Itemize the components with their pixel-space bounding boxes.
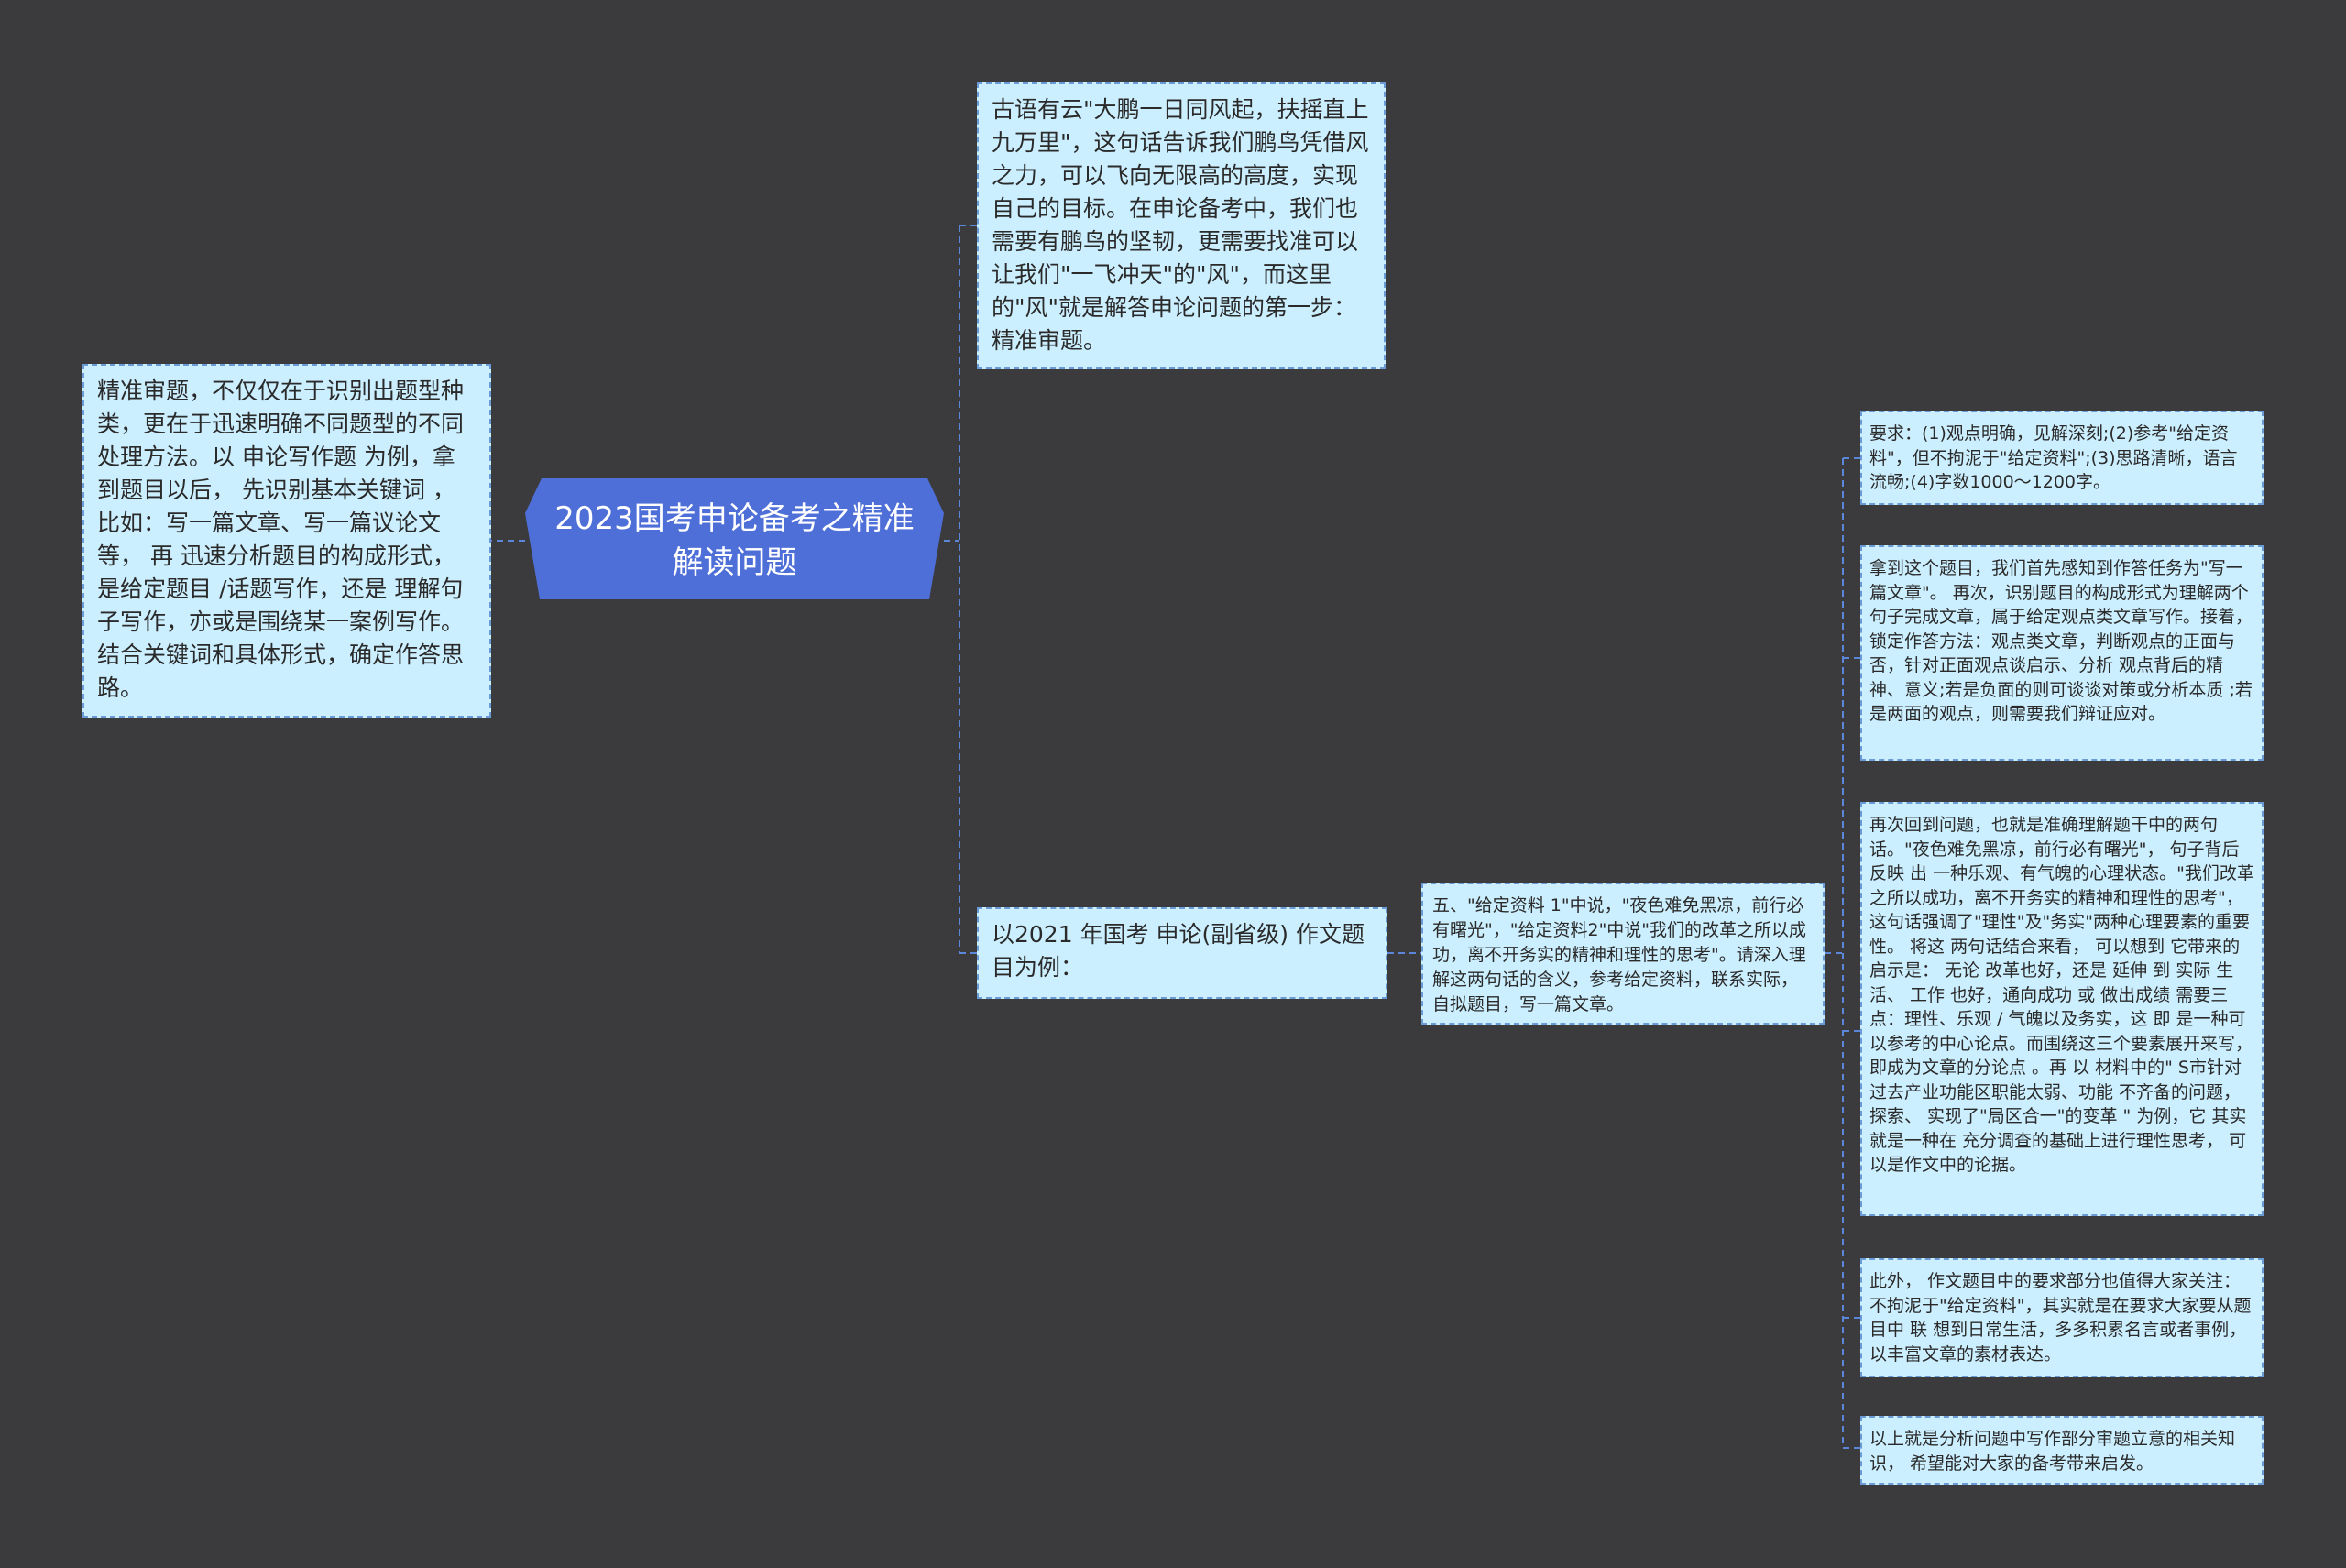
left-node[interactable]: 精准审题，不仅仅在于识别出题型种类，更在于迅速明确不同题型的不同处理方法。以 申… — [82, 364, 491, 718]
right-top-node-text: 古语有云"大鹏一日同风起，扶摇直上九万里"，这句话告诉我们鹏鸟凭借风之力，可以飞… — [992, 96, 1369, 354]
leaf-node-sentence-analysis[interactable]: 再次回到问题，也就是准确理解题干中的两句话。"夜色难免黑凉，前行必有曙光"， 句… — [1860, 802, 2264, 1216]
left-node-text: 精准审题，不仅仅在于识别出题型种类，更在于迅速明确不同题型的不同处理方法。以 申… — [97, 378, 465, 701]
example-node-text: 五、"给定资料 1"中说，"夜色难免黑凉，前行必有曙光"，"给定资料2"中说"我… — [1432, 895, 1807, 1014]
leaf-node-text: 再次回到问题，也就是准确理解题干中的两句话。"夜色难免黑凉，前行必有曙光"， 句… — [1869, 815, 2254, 1175]
leaf-node-conclusion[interactable]: 以上就是分析问题中写作部分审题立意的相关知识， 希望能对大家的备考带来启发。 — [1860, 1416, 2264, 1485]
leaf-node-text: 此外， 作文题目中的要求部分也值得大家关注：不拘泥于"给定资料"，其实就是在要求… — [1869, 1271, 2252, 1365]
right-bottom-node[interactable]: 以2021 年国考 申论(副省级) 作文题目为例： — [977, 907, 1387, 999]
leaf-node-requirement-note[interactable]: 此外， 作文题目中的要求部分也值得大家关注：不拘泥于"给定资料"，其实就是在要求… — [1860, 1258, 2264, 1377]
leaf-node-text: 以上就是分析问题中写作部分审题立意的相关知识， 希望能对大家的备考带来启发。 — [1869, 1429, 2236, 1474]
leaf-node-task-analysis[interactable]: 拿到这个题目，我们首先感知到作答任务为"写一篇文章"。 再次，识别题目的构成形式… — [1860, 545, 2264, 761]
right-bottom-node-text: 以2021 年国考 申论(副省级) 作文题目为例： — [992, 921, 1365, 981]
root-node-shape — [525, 478, 944, 599]
leaf-node-requirements[interactable]: 要求：(1)观点明确，见解深刻;(2)参考"给定资料"，但不拘泥于"给定资料";… — [1860, 411, 2264, 505]
example-node[interactable]: 五、"给定资料 1"中说，"夜色难免黑凉，前行必有曙光"，"给定资料2"中说"我… — [1421, 883, 1825, 1025]
root-title: 2023国考申论备考之精准解读问题 — [554, 500, 915, 581]
root-node[interactable]: 2023国考申论备考之精准解读问题 — [525, 478, 944, 603]
leaf-node-text: 拿到这个题目，我们首先感知到作答任务为"写一篇文章"。 再次，识别题目的构成形式… — [1869, 558, 2253, 724]
leaf-node-text: 要求：(1)观点明确，见解深刻;(2)参考"给定资料"，但不拘泥于"给定资料";… — [1869, 423, 2238, 492]
right-top-node[interactable]: 古语有云"大鹏一日同风起，扶摇直上九万里"，这句话告诉我们鹏鸟凭借风之力，可以飞… — [977, 82, 1386, 369]
